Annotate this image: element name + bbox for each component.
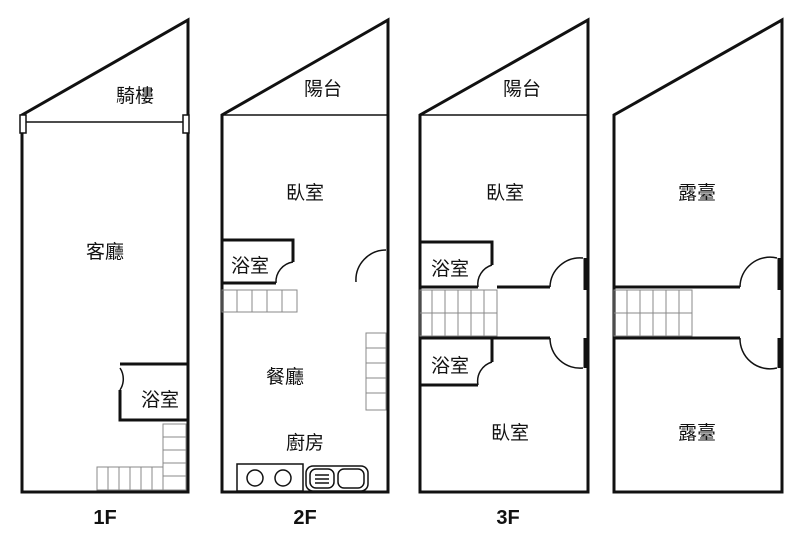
room-label-bathroom: 浴室 [141, 389, 179, 411]
staircase [96, 423, 187, 491]
staircase [613, 289, 693, 337]
room-label-arcade: 騎樓 [116, 85, 154, 107]
room-label-bathroom: 浴室 [431, 355, 469, 377]
floor-roof: 露臺 露臺 [612, 17, 784, 494]
room-label-terrace: 露臺 [678, 182, 716, 204]
room-label-bedroom: 臥室 [486, 182, 524, 204]
floor-2f: 陽台 臥室 浴室 餐廳 廚房 2F [220, 17, 390, 529]
staircase [221, 289, 387, 411]
kitchen-counter [236, 463, 369, 492]
floor-label-3f: 3F [496, 507, 519, 529]
floor-3f: 陽台 臥室 浴室 浴室 臥室 3F [418, 17, 590, 529]
room-label-balcony: 陽台 [503, 78, 541, 100]
floor-label-1f: 1F [93, 507, 116, 529]
room-label-balcony: 陽台 [304, 78, 342, 100]
staircase [419, 289, 498, 337]
room-label-kitchen: 廚房 [286, 431, 324, 454]
room-label-bathroom: 浴室 [431, 258, 469, 280]
room-label-bedroom: 臥室 [286, 182, 324, 204]
room-label-living-room: 客廳 [86, 241, 124, 263]
floor-label-2f: 2F [293, 507, 316, 529]
floor-1f: 騎樓 客廳 浴室 1F [19, 17, 190, 529]
room-label-bedroom: 臥室 [491, 422, 529, 444]
room-label-dining-room: 餐廳 [266, 366, 304, 388]
room-label-terrace: 露臺 [678, 422, 716, 444]
room-label-bathroom: 浴室 [231, 255, 269, 277]
